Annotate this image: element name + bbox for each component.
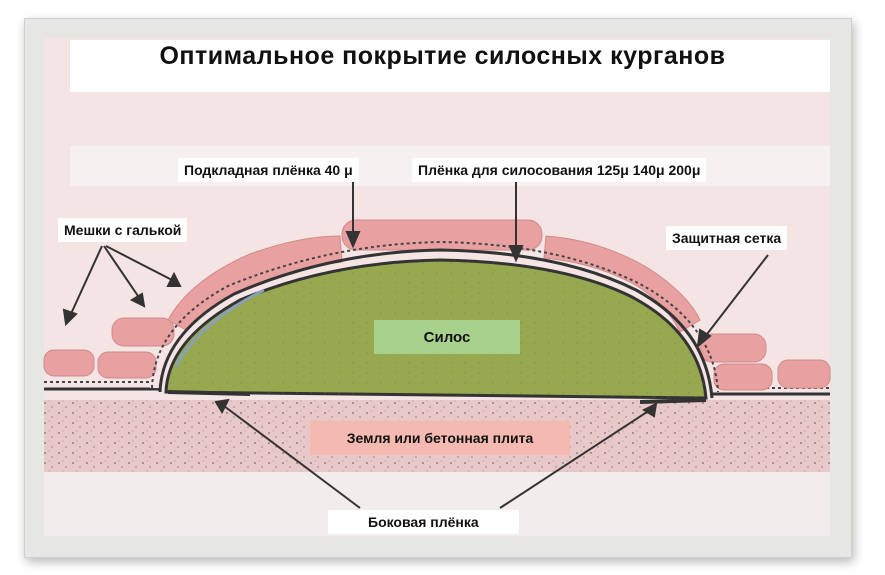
side-film-left	[167, 390, 251, 396]
side-film-label: Боковая плёнка	[328, 510, 519, 534]
ground-film	[44, 387, 830, 396]
silage-film-label: Плёнка для силосования 125μ 140μ 200μ	[412, 158, 707, 182]
silage-film-line	[158, 248, 714, 399]
silage-label: Силос	[374, 320, 520, 354]
title-band	[70, 40, 830, 92]
ground-label: Земля или бетонная плита	[310, 421, 570, 455]
gravel-bags-label: Мешки с галькой	[58, 218, 188, 242]
callout-arrows	[62, 180, 769, 509]
underlay-film-label: Подкладная плёнка 40 μ	[178, 158, 359, 182]
left-bags	[43, 317, 175, 379]
side-film-right	[639, 398, 707, 404]
right-bags	[699, 333, 831, 391]
page-title: Оптимальное покрытие силосных курганов	[159, 42, 726, 70]
underlay-film-line	[174, 288, 265, 367]
protective-net-label: Защитная сетка	[666, 226, 788, 250]
